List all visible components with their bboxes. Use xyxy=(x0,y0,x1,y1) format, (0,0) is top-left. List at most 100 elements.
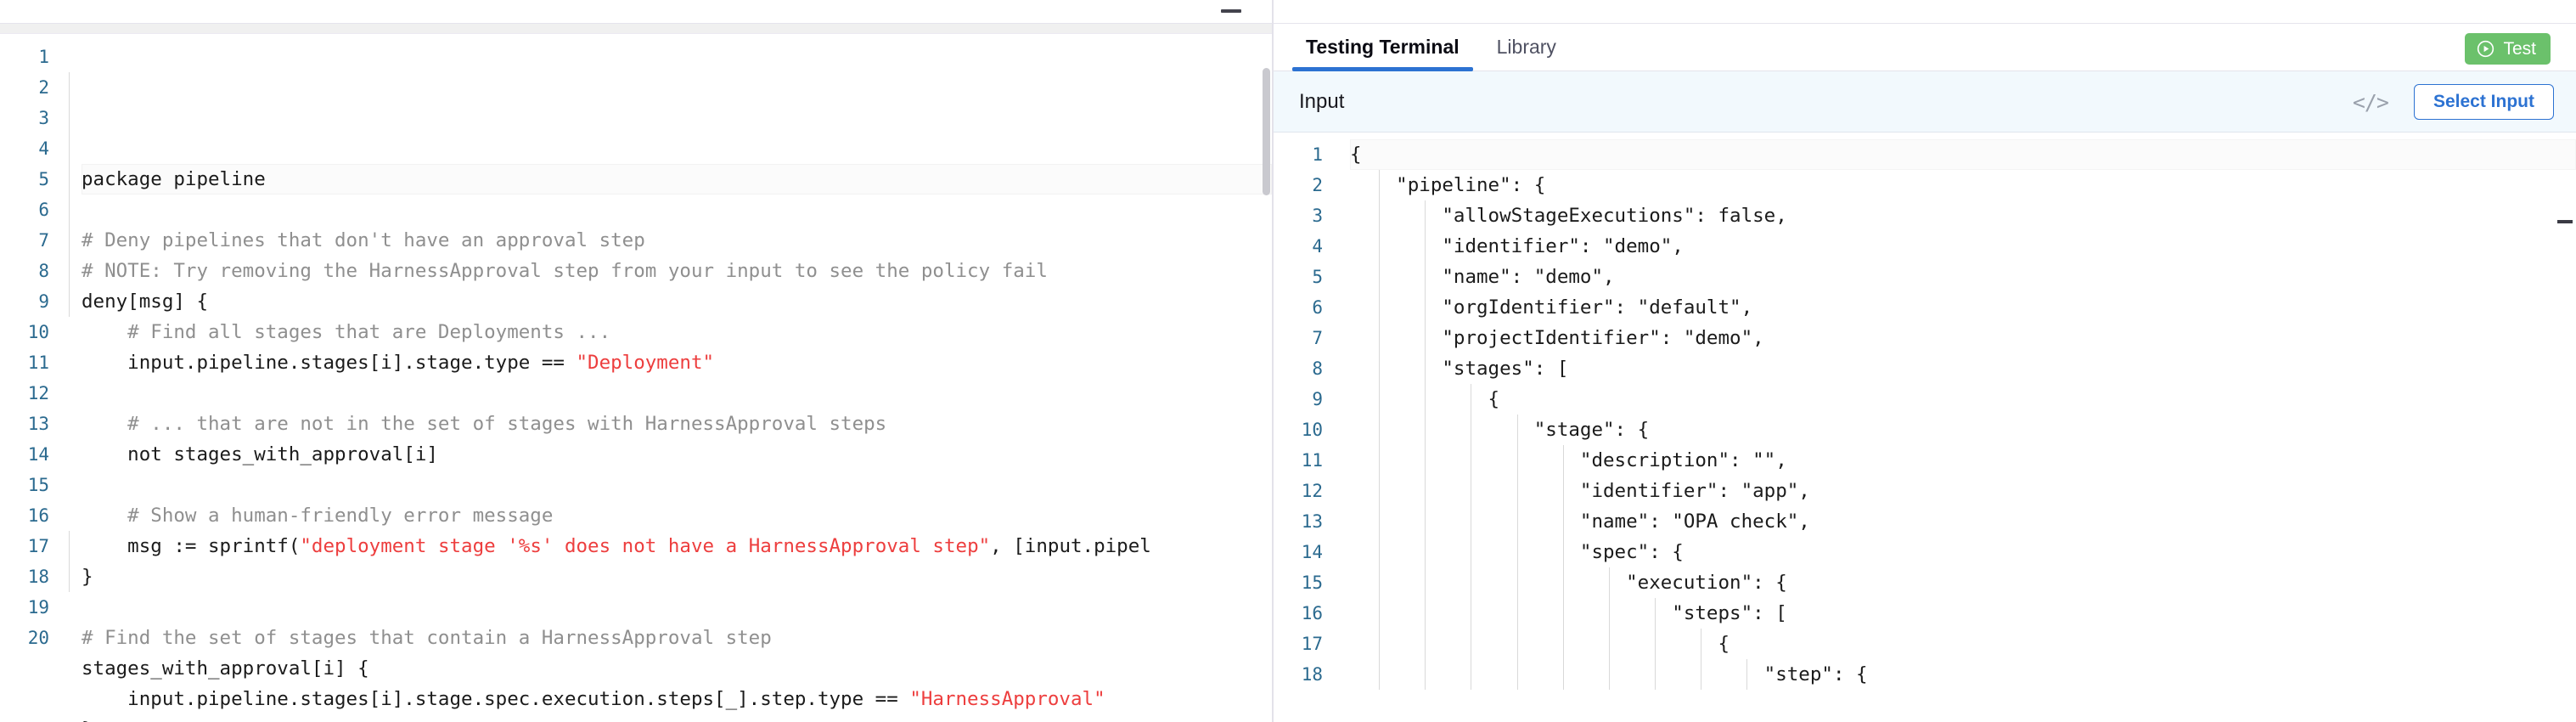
json-line: "orgIdentifier": "default", xyxy=(1350,296,1753,319)
input-section-title: Input xyxy=(1299,89,1345,113)
code-token-code: stages_with_approval[i] { xyxy=(82,657,369,680)
json-line-number: 13 xyxy=(1301,511,1323,532)
tab-library[interactable]: Library xyxy=(1478,24,1575,71)
code-token-comment: # Find the set of stages that contain a … xyxy=(82,627,772,649)
code-line-number: 3 xyxy=(38,108,49,128)
code-line: package pipeline xyxy=(82,164,1272,195)
json-line-number: 4 xyxy=(1312,236,1323,257)
code-token-comment: # Deny pipelines that don't have an appr… xyxy=(82,229,645,251)
code-token-string: "deployment stage '%s' does not have a H… xyxy=(300,535,991,557)
code-line: # ... that are not in the set of stages … xyxy=(82,409,1272,439)
code-line: } xyxy=(82,561,1272,592)
code-line: deny[msg] { xyxy=(82,286,1272,317)
terminal-scroll-nub[interactable] xyxy=(2557,220,2573,223)
select-input-button-label: Select Input xyxy=(2433,92,2534,111)
json-line-number: 3 xyxy=(1312,206,1323,226)
json-line: "step": { xyxy=(1350,663,1868,685)
code-token-comment: # Show a human-friendly error message xyxy=(82,505,554,527)
code-token-code: input.pipeline.stages[i].stage.type == xyxy=(82,352,577,374)
minimize-icon[interactable] xyxy=(1221,9,1241,13)
json-line-number: 8 xyxy=(1312,358,1323,379)
code-line-number: 4 xyxy=(38,138,49,159)
code-brackets-icon[interactable]: </> xyxy=(2352,89,2389,115)
code-line-number: 10 xyxy=(27,322,49,342)
json-indent-guide xyxy=(1516,415,1518,690)
json-line-number: 7 xyxy=(1312,328,1323,348)
json-line: { xyxy=(1350,388,1500,410)
code-line xyxy=(82,592,1272,623)
code-line-number: 2 xyxy=(38,77,49,98)
editor-subbar xyxy=(0,24,1272,34)
json-indent-guide xyxy=(1608,567,1610,690)
json-line-number: 5 xyxy=(1312,267,1323,287)
code-token-code: deny[msg] { xyxy=(82,290,209,313)
pane-resize-divider[interactable] xyxy=(1272,0,1274,722)
json-line-number: 10 xyxy=(1301,420,1323,440)
code-line-number: 5 xyxy=(38,169,49,189)
terminal-tabs: Testing Terminal Library Test xyxy=(1274,24,2576,71)
json-line: "projectIdentifier": "demo", xyxy=(1350,327,1764,349)
code-token-code: not stages_with_approval[i] xyxy=(82,443,438,465)
tab-testing-terminal-label: Testing Terminal xyxy=(1306,36,1460,58)
json-line: "spec": { xyxy=(1350,541,1684,563)
code-line: # Show a human-friendly error message xyxy=(82,500,1272,531)
json-line: { xyxy=(1350,633,1730,655)
code-token-code: input.pipeline.stages[i].stage.spec.exec… xyxy=(82,688,910,710)
code-line: # Find all stages that are Deployments .… xyxy=(82,317,1272,347)
json-line: { xyxy=(1350,139,2576,170)
code-line: input.pipeline.stages[i].stage.type == "… xyxy=(82,347,1272,378)
code-token-comment: # NOTE: Try removing the HarnessApproval… xyxy=(82,260,1048,282)
json-line: "identifier": "demo", xyxy=(1350,235,1684,257)
editor-topbar xyxy=(0,0,1272,24)
input-toolbar: Input </> Select Input xyxy=(1274,71,2576,133)
code-line-number: 12 xyxy=(27,383,49,403)
json-line-number: 17 xyxy=(1301,634,1323,654)
json-line: "stages": [ xyxy=(1350,358,1569,380)
json-line-number: 16 xyxy=(1301,603,1323,623)
json-line-number: 14 xyxy=(1301,542,1323,562)
json-line-number: 2 xyxy=(1312,175,1323,195)
test-button[interactable]: Test xyxy=(2465,33,2551,65)
code-line-number: 8 xyxy=(38,261,49,281)
json-indent-guide xyxy=(1562,445,1564,690)
json-line: "execution": { xyxy=(1350,572,1787,594)
json-indent-guide xyxy=(1425,200,1426,690)
code-line: # Find the set of stages that contain a … xyxy=(82,623,1272,653)
code-line-number: 17 xyxy=(27,536,49,556)
code-line: # Deny pipelines that don't have an appr… xyxy=(82,225,1272,256)
code-token-code: package pipeline xyxy=(82,168,266,190)
indent-guide xyxy=(69,72,70,317)
code-line: msg := sprintf("deployment stage '%s' do… xyxy=(82,531,1272,561)
code-line xyxy=(82,378,1272,409)
rego-code-lines[interactable]: package pipeline # Deny pipelines that d… xyxy=(66,34,1272,722)
code-line-number: 19 xyxy=(27,597,49,618)
code-line: not stages_with_approval[i] xyxy=(82,439,1272,470)
code-token-comment: # Find all stages that are Deployments .… xyxy=(82,321,611,343)
json-line: "name": "demo", xyxy=(1350,266,1615,288)
code-line-number: 13 xyxy=(27,414,49,434)
indent-guide xyxy=(69,531,70,592)
json-line-number: 1 xyxy=(1312,144,1323,165)
input-toolbar-actions: </> Select Input xyxy=(2353,71,2554,133)
json-line: "steps": [ xyxy=(1350,602,1787,624)
select-input-button[interactable]: Select Input xyxy=(2413,84,2554,120)
json-line-number: 18 xyxy=(1301,664,1323,685)
terminal-topbar xyxy=(1274,0,2576,24)
code-line: stages_with_approval[i] { xyxy=(82,653,1272,684)
play-circle-icon xyxy=(2476,39,2495,59)
json-code-lines[interactable]: { "pipeline": { "allowStageExecutions": … xyxy=(1338,133,2576,722)
code-token-code: msg := sprintf( xyxy=(82,535,301,557)
editor-vertical-scrollbar[interactable] xyxy=(1263,68,1270,195)
tab-testing-terminal[interactable]: Testing Terminal xyxy=(1287,24,1478,71)
json-indent-guide xyxy=(1746,659,1748,690)
json-line-number: 11 xyxy=(1301,450,1323,471)
test-button-label: Test xyxy=(2503,38,2536,59)
code-token-string: "Deployment" xyxy=(576,352,715,374)
code-token-string: "HarnessApproval" xyxy=(909,688,1105,710)
